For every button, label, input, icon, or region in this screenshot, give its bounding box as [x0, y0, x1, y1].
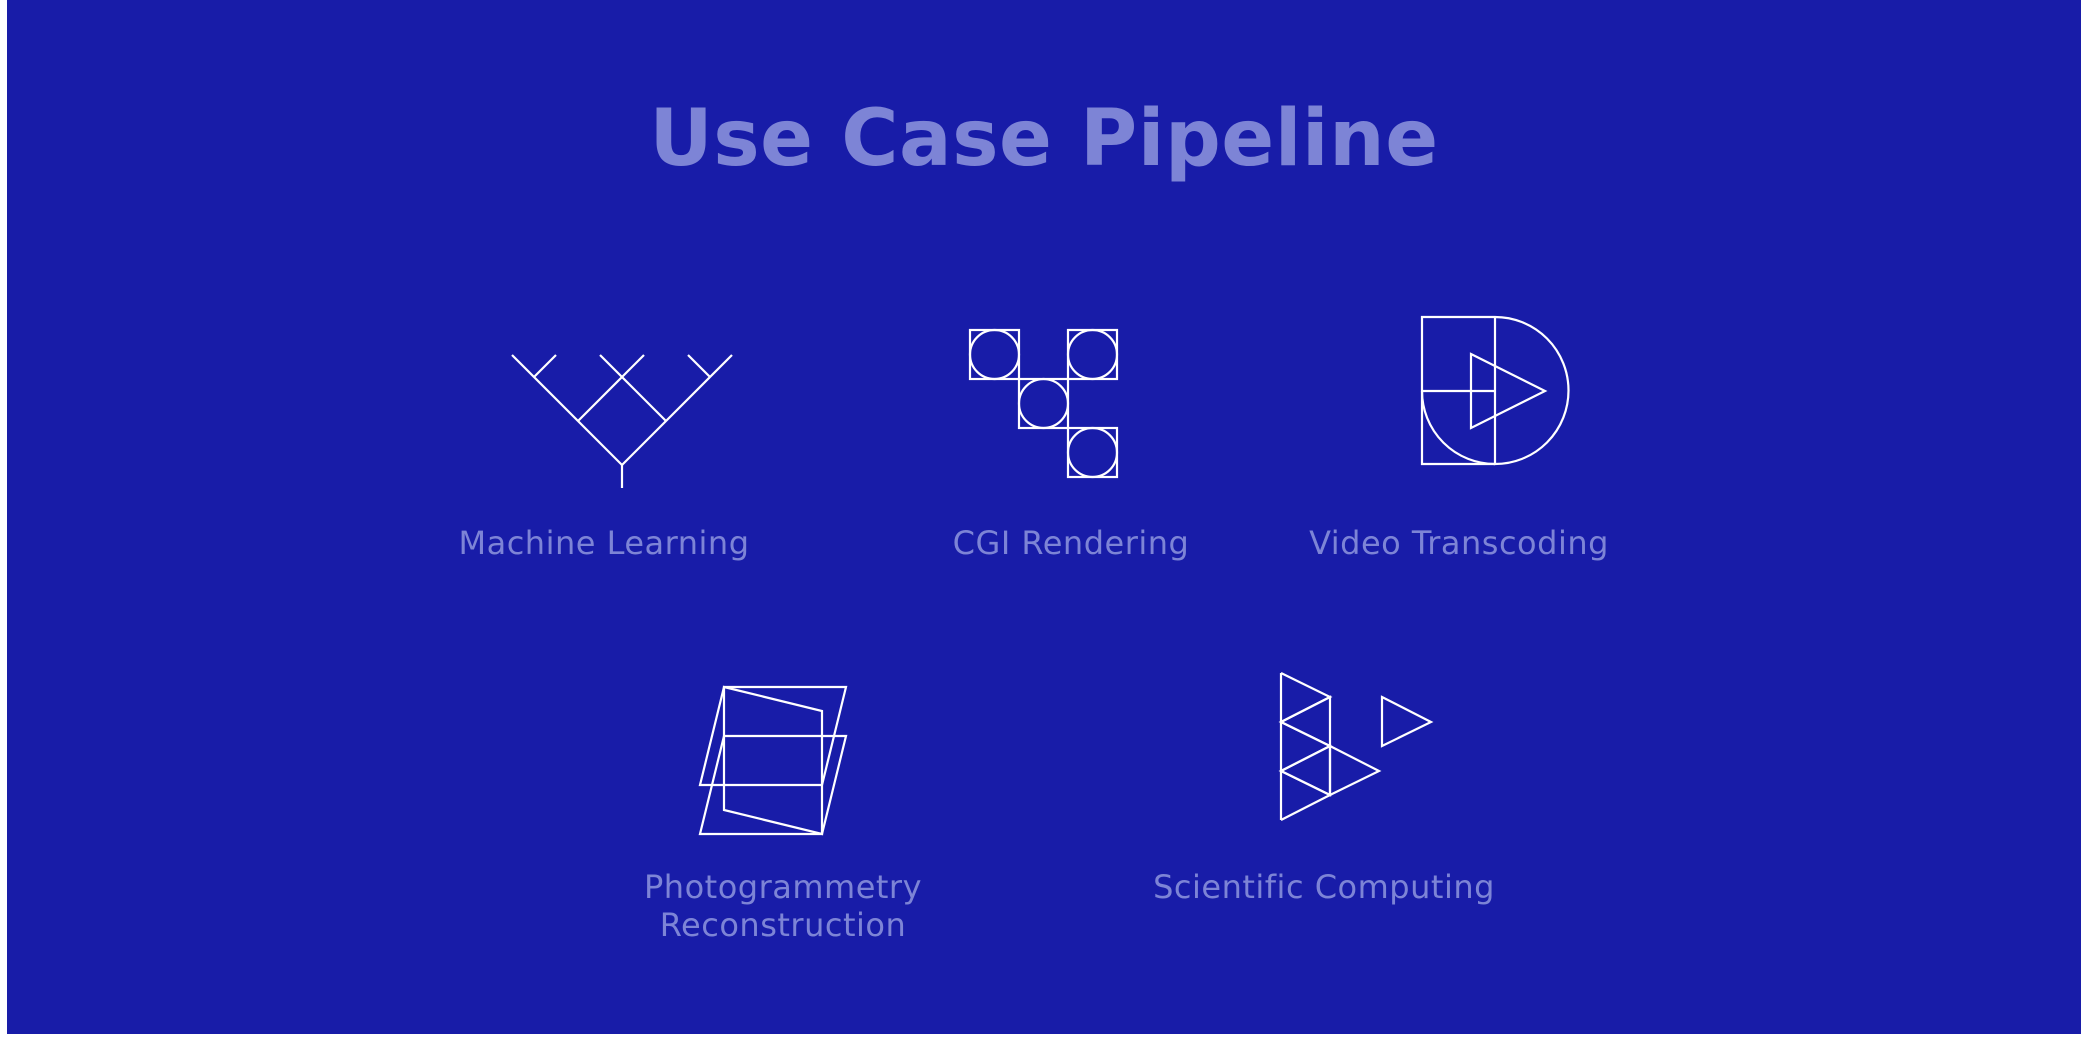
pipeline-canvas: Use Case Pipeline Machine Learning CGI R…	[7, 0, 2081, 1034]
play-badge-icon	[1420, 315, 1570, 466]
use-case-label-video-transcoding: Video Transcoding	[1309, 524, 1609, 562]
use-case-label-machine-learning: Machine Learning	[458, 524, 750, 562]
use-case-label-scientific-computing: Scientific Computing	[1153, 868, 1495, 906]
use-case-label-photogrammetry-reconstruction: Photogrammetry Reconstruction	[643, 868, 923, 944]
page-title: Use Case Pipeline	[649, 94, 1439, 184]
branching-tree-icon	[511, 354, 733, 488]
grid-circles-icon	[968, 328, 1119, 479]
use-case-label-cgi-rendering: CGI Rendering	[952, 524, 1190, 562]
layered-planes-icon	[698, 685, 848, 836]
triangle-cluster-icon	[1278, 672, 1434, 821]
